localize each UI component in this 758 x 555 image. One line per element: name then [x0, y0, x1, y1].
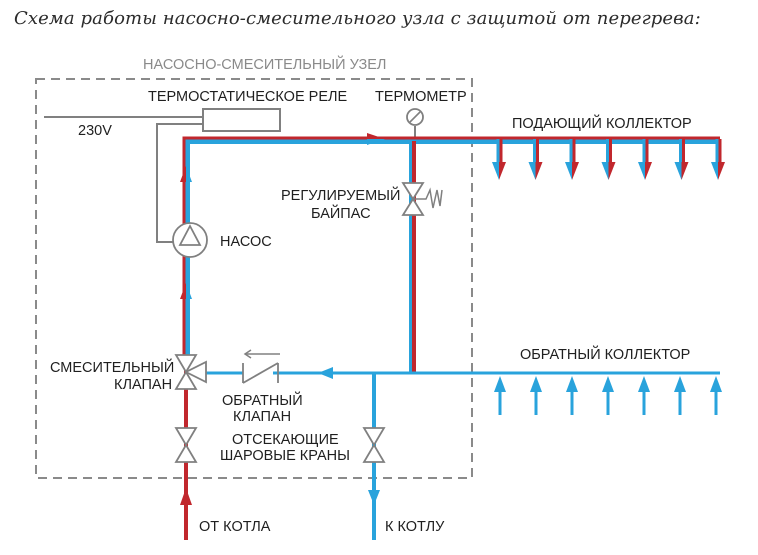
return-inlet-arrow — [566, 376, 578, 415]
ball-valves-label-line2: ШАРОВЫЕ КРАНЫ — [220, 448, 350, 464]
bypass-pipe — [409, 141, 416, 372]
ball-valve-supply-icon — [174, 427, 198, 463]
return-inlet-arrow — [494, 376, 506, 415]
to-boiler-label: К КОТЛУ — [385, 519, 445, 535]
check-valve-icon — [242, 349, 280, 384]
thermostatic-relay-label: ТЕРМОСТАТИЧЕСКОЕ РЕЛЕ — [148, 89, 348, 105]
supply-outlet-arrow — [638, 139, 652, 180]
ball-valve-return-icon — [362, 427, 386, 463]
supply-outlet-arrow — [528, 139, 543, 180]
supply-outlet-arrow — [711, 139, 725, 180]
return-collector-label: ОБРАТНЫЙ КОЛЛЕКТОР — [520, 345, 690, 363]
pump-mixing-unit-boundary — [35, 78, 473, 479]
flow-arrow-up-2 — [180, 283, 192, 299]
thermostatic-relay — [202, 108, 281, 132]
pump-label: НАСОС — [220, 234, 272, 250]
check-valve-label-line1: ОБРАТНЫЙ — [222, 391, 303, 409]
return-inlet-arrow — [710, 376, 722, 415]
flow-arrow-to-boiler — [368, 490, 380, 505]
mixing-valve-label-line1: СМЕСИТЕЛЬНЫЙ — [50, 358, 174, 376]
supply-outlet-arrow — [492, 139, 506, 180]
return-inlet-arrow — [674, 376, 686, 415]
thermometer-label: ТЕРМОМЕТР — [375, 89, 467, 105]
supply-outlet-arrow — [565, 139, 579, 180]
supply-outlet-arrow — [601, 139, 616, 180]
pump-icon — [172, 222, 208, 258]
supply-collector-label: ПОДАЮЩИЙ КОЛЛЕКТОР — [512, 114, 692, 132]
voltage-label: 230V — [78, 123, 112, 139]
thermometer-icon — [406, 108, 424, 139]
diagram-title: Схема работы насосно-смесительного узла … — [14, 8, 701, 29]
return-inlet-arrow — [638, 376, 650, 415]
flow-arrow-from-boiler — [180, 488, 192, 505]
supply-collector-outlets — [492, 139, 725, 180]
ball-valves-label-line1: ОТСЕКАЮЩИЕ — [232, 432, 339, 448]
flow-arrow-up-1 — [180, 166, 192, 182]
mixing-valve-icon — [174, 354, 207, 390]
bypass-valve-icon — [401, 182, 443, 216]
supply-outlet-arrow — [674, 139, 689, 180]
from-boiler-label: ОТ КОТЛА — [199, 519, 271, 535]
bypass-label-line1: РЕГУЛИРУЕМЫЙ — [281, 186, 400, 204]
flow-arrow-right — [367, 133, 385, 145]
bypass-label-line2: БАЙПАС — [311, 204, 371, 222]
return-inlet-arrow — [602, 376, 614, 415]
mixing-valve-label-line2: КЛАПАН — [114, 377, 172, 393]
pump-wire — [156, 123, 203, 243]
flow-arrow-left — [318, 367, 333, 379]
return-inlet-arrow — [530, 376, 542, 415]
return-collector-inlets — [494, 376, 722, 415]
unit-label: НАСОСНО-СМЕСИТЕЛЬНЫЙ УЗЕЛ — [143, 55, 386, 73]
check-valve-label-line2: КЛАПАН — [233, 409, 291, 425]
